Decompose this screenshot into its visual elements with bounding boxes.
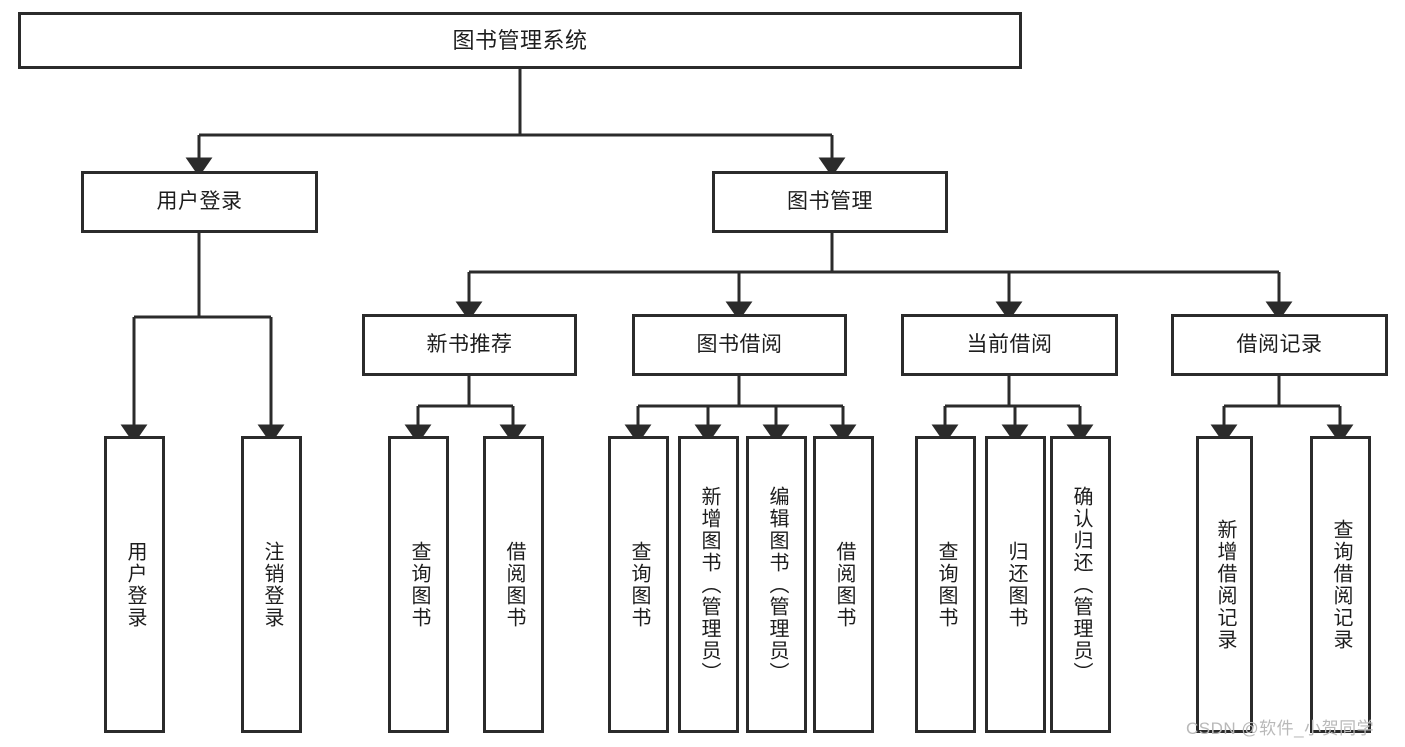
node-new-book-recommend[interactable]: 新书推荐	[362, 314, 577, 376]
node-leaf-newbook-query-book-label: 查询图书	[408, 540, 430, 629]
node-leaf-add-borrow-record-label: 新增借阅记录	[1214, 518, 1236, 651]
node-leaf-user-login[interactable]: 用户登录	[104, 436, 165, 733]
node-leaf-newbook-borrow-book-label: 借阅图书	[503, 540, 525, 629]
node-root[interactable]: 图书管理系统	[18, 12, 1022, 69]
node-leaf-query-borrow-record-label: 查询借阅记录	[1330, 518, 1352, 651]
node-current-borrow[interactable]: 当前借阅	[901, 314, 1118, 376]
node-current-borrow-label: 当前借阅	[966, 332, 1053, 356]
node-leaf-borrow-book-label: 借阅图书	[833, 540, 855, 629]
node-leaf-current-query-book[interactable]: 查询图书	[915, 436, 976, 733]
node-leaf-current-query-book-label: 查询图书	[935, 540, 957, 629]
node-root-label: 图书管理系统	[452, 27, 588, 53]
node-book-borrow-label: 图书借阅	[696, 332, 783, 356]
node-user-login-label: 用户登录	[156, 189, 243, 213]
node-leaf-query-borrow-record[interactable]: 查询借阅记录	[1310, 436, 1371, 733]
node-leaf-newbook-borrow-book[interactable]: 借阅图书	[483, 436, 544, 733]
node-book-manage-label: 图书管理	[787, 189, 873, 213]
node-leaf-return-book-label: 归还图书	[1005, 540, 1027, 629]
node-user-login[interactable]: 用户登录	[81, 171, 318, 233]
node-book-manage[interactable]: 图书管理	[712, 171, 948, 233]
node-leaf-borrow-query-book-label: 查询图书	[628, 540, 650, 629]
node-leaf-confirm-return-admin-label: 确认归还（管理员）	[1070, 485, 1092, 684]
node-leaf-add-book-admin[interactable]: 新增图书（管理员）	[678, 436, 739, 733]
node-leaf-logout-label: 注销登录	[261, 540, 283, 629]
node-new-book-recommend-label: 新书推荐	[426, 332, 513, 356]
node-leaf-edit-book-admin-label: 编辑图书（管理员）	[766, 485, 788, 684]
node-leaf-borrow-query-book[interactable]: 查询图书	[608, 436, 669, 733]
node-leaf-borrow-book[interactable]: 借阅图书	[813, 436, 874, 733]
node-borrow-record-label: 借阅记录	[1236, 332, 1323, 356]
node-leaf-confirm-return-admin[interactable]: 确认归还（管理员）	[1050, 436, 1111, 733]
node-book-borrow[interactable]: 图书借阅	[632, 314, 847, 376]
node-leaf-edit-book-admin[interactable]: 编辑图书（管理员）	[746, 436, 807, 733]
node-leaf-add-borrow-record[interactable]: 新增借阅记录	[1196, 436, 1253, 733]
node-leaf-logout[interactable]: 注销登录	[241, 436, 302, 733]
node-leaf-newbook-query-book[interactable]: 查询图书	[388, 436, 449, 733]
node-leaf-user-login-label: 用户登录	[124, 540, 146, 629]
node-leaf-add-book-admin-label: 新增图书（管理员）	[698, 485, 720, 684]
node-borrow-record[interactable]: 借阅记录	[1171, 314, 1388, 376]
node-leaf-return-book[interactable]: 归还图书	[985, 436, 1046, 733]
